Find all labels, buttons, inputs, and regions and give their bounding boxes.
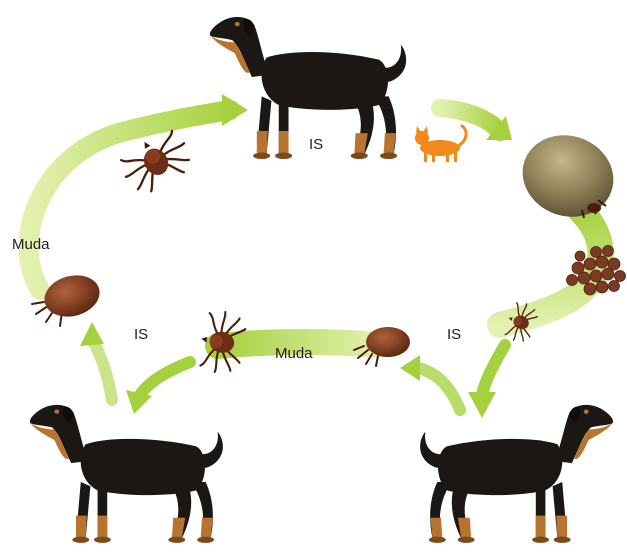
arrow-left-to-top [29, 110, 230, 290]
arrowhead-lower-right-up [400, 355, 420, 381]
arrowhead-lower-left-up [80, 322, 104, 346]
label-muda-middle: Muda [275, 346, 313, 361]
arrow-middle-to-left-dog [140, 362, 190, 395]
arrow-lower-right-up [418, 368, 460, 410]
label-muda-left: Muda [12, 237, 50, 252]
arrow-lower-left-up [92, 340, 112, 400]
label-is-left: IS [134, 327, 148, 342]
dog-bottom-left [30, 405, 223, 543]
dog-bottom-right [420, 405, 613, 543]
label-is-right: IS [447, 327, 461, 342]
arrowhead-right-down [468, 392, 496, 418]
label-is-top: IS [309, 137, 323, 152]
arrow-top-to-right [440, 108, 500, 132]
cat-icon [415, 126, 466, 162]
arrow-right-down [482, 345, 505, 395]
arrowhead-top-left [222, 94, 248, 126]
engorged-female-tick-icon [511, 123, 625, 230]
